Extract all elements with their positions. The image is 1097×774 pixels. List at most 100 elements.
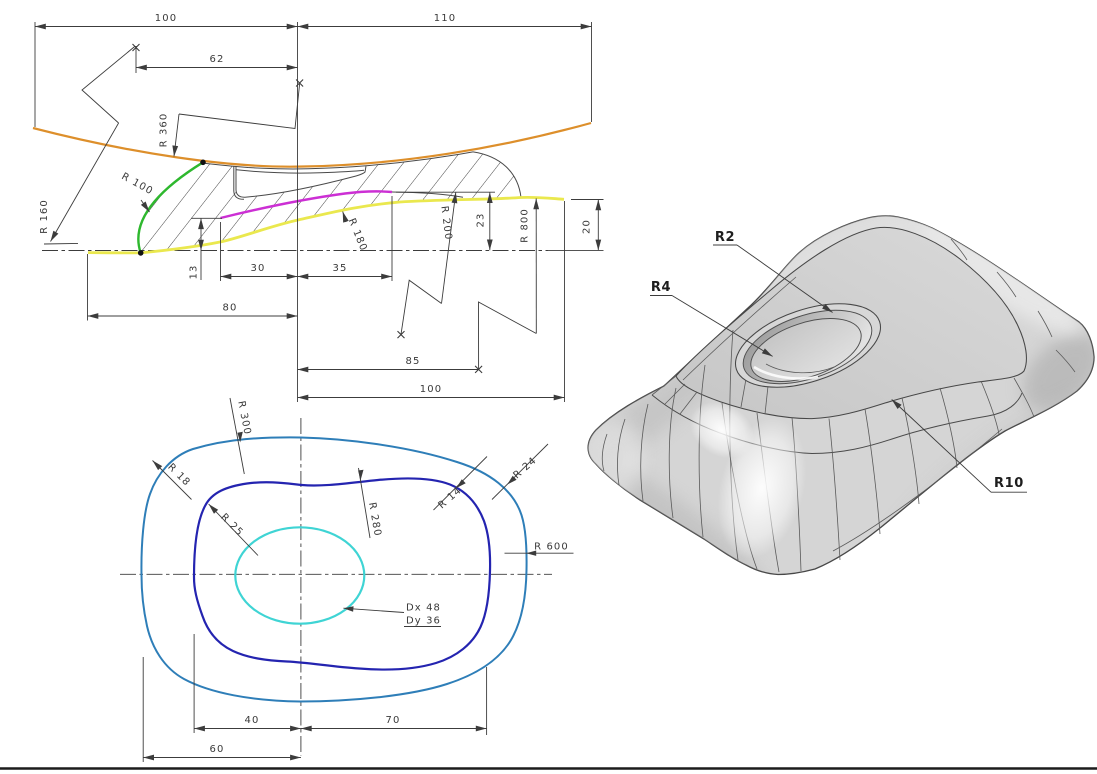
iso-base-band [832, 428, 1003, 552]
dim-80-label: 80 [223, 303, 238, 314]
dim-70: 70 [300, 667, 488, 735]
curve-yellow-r180 [140, 195, 565, 255]
dim-100-top: 100 [34, 13, 298, 127]
arrow-dxdy [343, 606, 354, 612]
iso-flow-line [1013, 377, 1035, 418]
label-r200: R 200 [438, 205, 453, 241]
center-mark-r360 [295, 79, 304, 87]
dim-62-label: 62 [210, 54, 225, 65]
endpoint-dot-top [200, 159, 206, 166]
dim-20: 20 [571, 199, 604, 251]
label-r360: R 360 [159, 113, 170, 148]
label-r18: R 18 [165, 462, 192, 489]
label-r10-group: R10 [891, 399, 1027, 493]
label-r800: R 800 [520, 208, 531, 243]
label-r300: R 300 [235, 400, 252, 436]
dim-40-label: 40 [245, 715, 260, 726]
section-topface-line [202, 151, 474, 170]
dim-13: 13 [189, 217, 222, 280]
leader-r24: R 24 [491, 443, 549, 500]
leader-r25: R 25 [208, 503, 259, 556]
iso-flow-line [1037, 310, 1053, 338]
section-view: 100 110 62 R 360 R 160 [32, 13, 604, 402]
iso-corner-tick [679, 391, 698, 415]
leader-r18: R 18 [152, 460, 192, 500]
iso-flow-line [640, 403, 649, 502]
leader-r160: R 160 [39, 46, 135, 245]
dim-70-label: 70 [386, 715, 401, 726]
dim-30-label: 30 [251, 263, 266, 274]
dim-60-label: 60 [210, 744, 225, 755]
label-r100: R 100 [119, 171, 155, 197]
iso-flow-line [668, 387, 677, 519]
label-r160: R 160 [39, 199, 50, 234]
arrow-r24 [507, 475, 517, 485]
dim-20-label: 20 [582, 219, 593, 234]
iso-corner-tick [651, 375, 677, 396]
leader-dxdy: Dx 48 Dy 36 [343, 603, 441, 627]
leader-r280: R 280 [358, 467, 383, 539]
iso-recess [734, 303, 882, 388]
dim-110-top-label: 110 [434, 13, 456, 24]
iso-flow-line [950, 238, 968, 261]
leader-r360: R 360 [159, 83, 301, 157]
iso-view: R2 R4 R10 [587, 215, 1095, 576]
iso-corner-tick [764, 385, 769, 415]
dim-13-label: 13 [189, 265, 200, 280]
curve-orange-r360 [32, 121, 592, 168]
leader-r14: R 14 [433, 456, 488, 511]
leader-r200: R 200 [397, 192, 458, 339]
label-r4-group: R4 [650, 280, 773, 357]
plan-pocket-ellipse [234, 526, 366, 625]
dim-35: 35 [297, 196, 393, 281]
label-dx: Dx 48 [406, 603, 441, 614]
label-r2-group: R2 [713, 230, 833, 313]
pocket-top-line [236, 169, 365, 174]
iso-corner-tick [664, 383, 686, 405]
iso-highlight-2 [689, 401, 755, 459]
section-right-dome-line [472, 151, 522, 198]
dim-40: 40 [193, 634, 301, 733]
dim-100-bottom-label: 100 [420, 384, 442, 395]
dim-85-label: 85 [406, 356, 421, 367]
iso-upperleft-band [682, 276, 797, 381]
label-r280: R 280 [366, 502, 383, 538]
recess-highlight-arc [753, 365, 819, 380]
iso-flow-line [864, 408, 881, 535]
iso-flow-line [901, 397, 920, 505]
arrow-r300 [237, 431, 243, 443]
label-r600: R 600 [534, 542, 569, 553]
dim-110-top: 110 [297, 13, 592, 122]
dim-80: 80 [87, 254, 298, 321]
pocket-wall-inner-line [233, 166, 245, 200]
iso-flow-line [828, 418, 841, 561]
dim-23-label: 23 [476, 213, 487, 228]
dim-60: 60 [142, 657, 301, 762]
plan-inner-curve [192, 477, 492, 671]
dim-62: 62 [135, 46, 298, 73]
iso-flow-line [996, 271, 1017, 298]
endpoint-dot-bottom [137, 250, 144, 256]
plan-outer-curve [140, 436, 528, 703]
iso-flow-line [601, 433, 608, 472]
label-r24: R 24 [511, 455, 539, 481]
dim-100-top-label: 100 [155, 13, 177, 24]
center-mark-r200 [397, 330, 405, 339]
label-r180: R 180 [346, 217, 369, 253]
label-dy: Dy 36 [406, 616, 441, 627]
arrow-r14 [456, 479, 466, 488]
dim-35-label: 35 [333, 263, 348, 274]
label-r25: R 25 [218, 512, 245, 539]
curve-magenta [220, 190, 393, 220]
label-r14: R 14 [436, 485, 464, 511]
iso-flow-line [698, 364, 706, 538]
leader-r180: R 180 [342, 211, 369, 253]
label-r4: R4 [651, 280, 671, 295]
dim-85: 85 [297, 356, 479, 373]
center-mark-r160 [132, 43, 140, 52]
leader-r600: R 600 [504, 542, 574, 556]
iso-corner-tick [740, 378, 747, 408]
label-r10: R10 [994, 476, 1024, 491]
